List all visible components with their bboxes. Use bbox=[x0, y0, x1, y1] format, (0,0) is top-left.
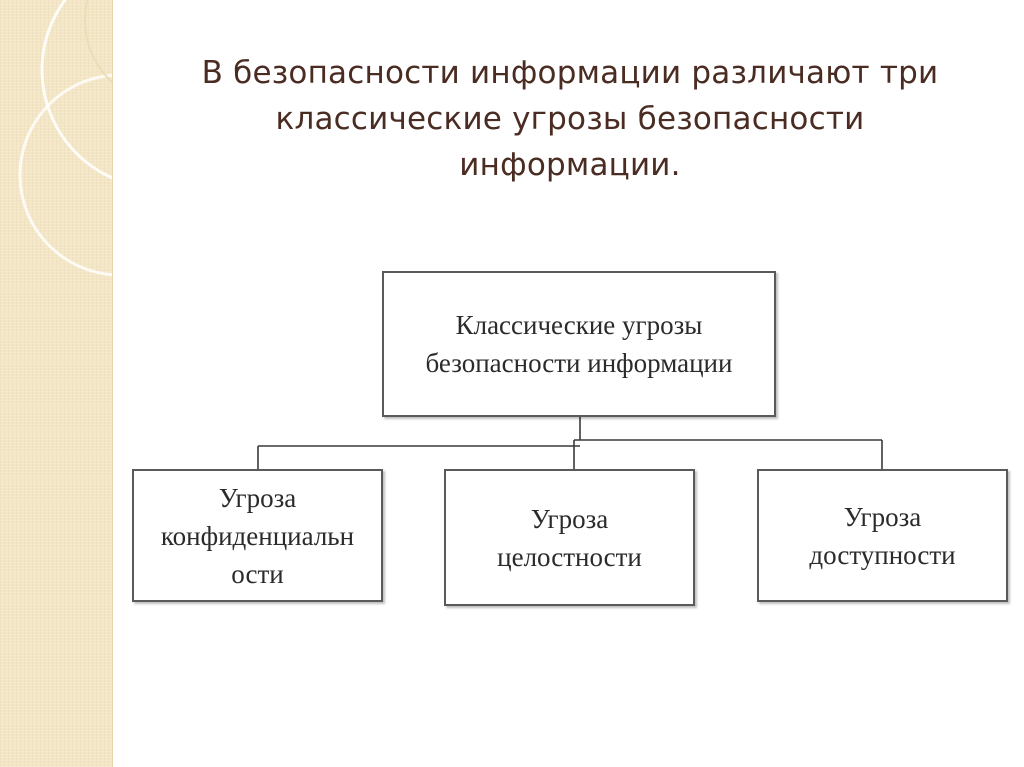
child-node-availability-threat: Угроза доступности bbox=[757, 469, 1008, 602]
availability-node-line-1: Угроза bbox=[843, 501, 922, 532]
root-node-line-2: безопасности информации bbox=[425, 348, 733, 378]
decorative-circle-1 bbox=[40, 0, 112, 180]
slide-title-line-1: В безопасности информации различают три bbox=[201, 55, 939, 91]
decorative-circle-3 bbox=[84, 0, 112, 84]
root-node-line-1: Классические угрозы bbox=[455, 310, 703, 340]
decorative-circles bbox=[18, 0, 112, 277]
confidentiality-node-line-2: конфиденциальн bbox=[160, 520, 355, 551]
child-node-integrity-threat: Угроза целостности bbox=[444, 469, 695, 606]
confidentiality-node-line-1: Угроза bbox=[218, 482, 297, 513]
decorative-side-strip bbox=[0, 0, 113, 767]
slide-title-line-3: информации. bbox=[459, 147, 681, 183]
availability-node-line-2: доступности bbox=[809, 539, 956, 570]
confidentiality-node-line-3: ости bbox=[231, 558, 284, 589]
slide-title-line-2: классические угрозы безопасности bbox=[275, 101, 865, 137]
integrity-node-line-2: целостности bbox=[497, 541, 642, 572]
integrity-node-line-1: Угроза bbox=[530, 503, 609, 534]
child-node-confidentiality-threat: Угроза конфиденциальн ости bbox=[132, 469, 383, 602]
root-node-classic-threats: Классические угрозы безопасности информа… bbox=[382, 271, 776, 417]
decorative-circle-2 bbox=[18, 73, 112, 277]
slide-title: В безопасности информации различают три … bbox=[150, 50, 990, 188]
